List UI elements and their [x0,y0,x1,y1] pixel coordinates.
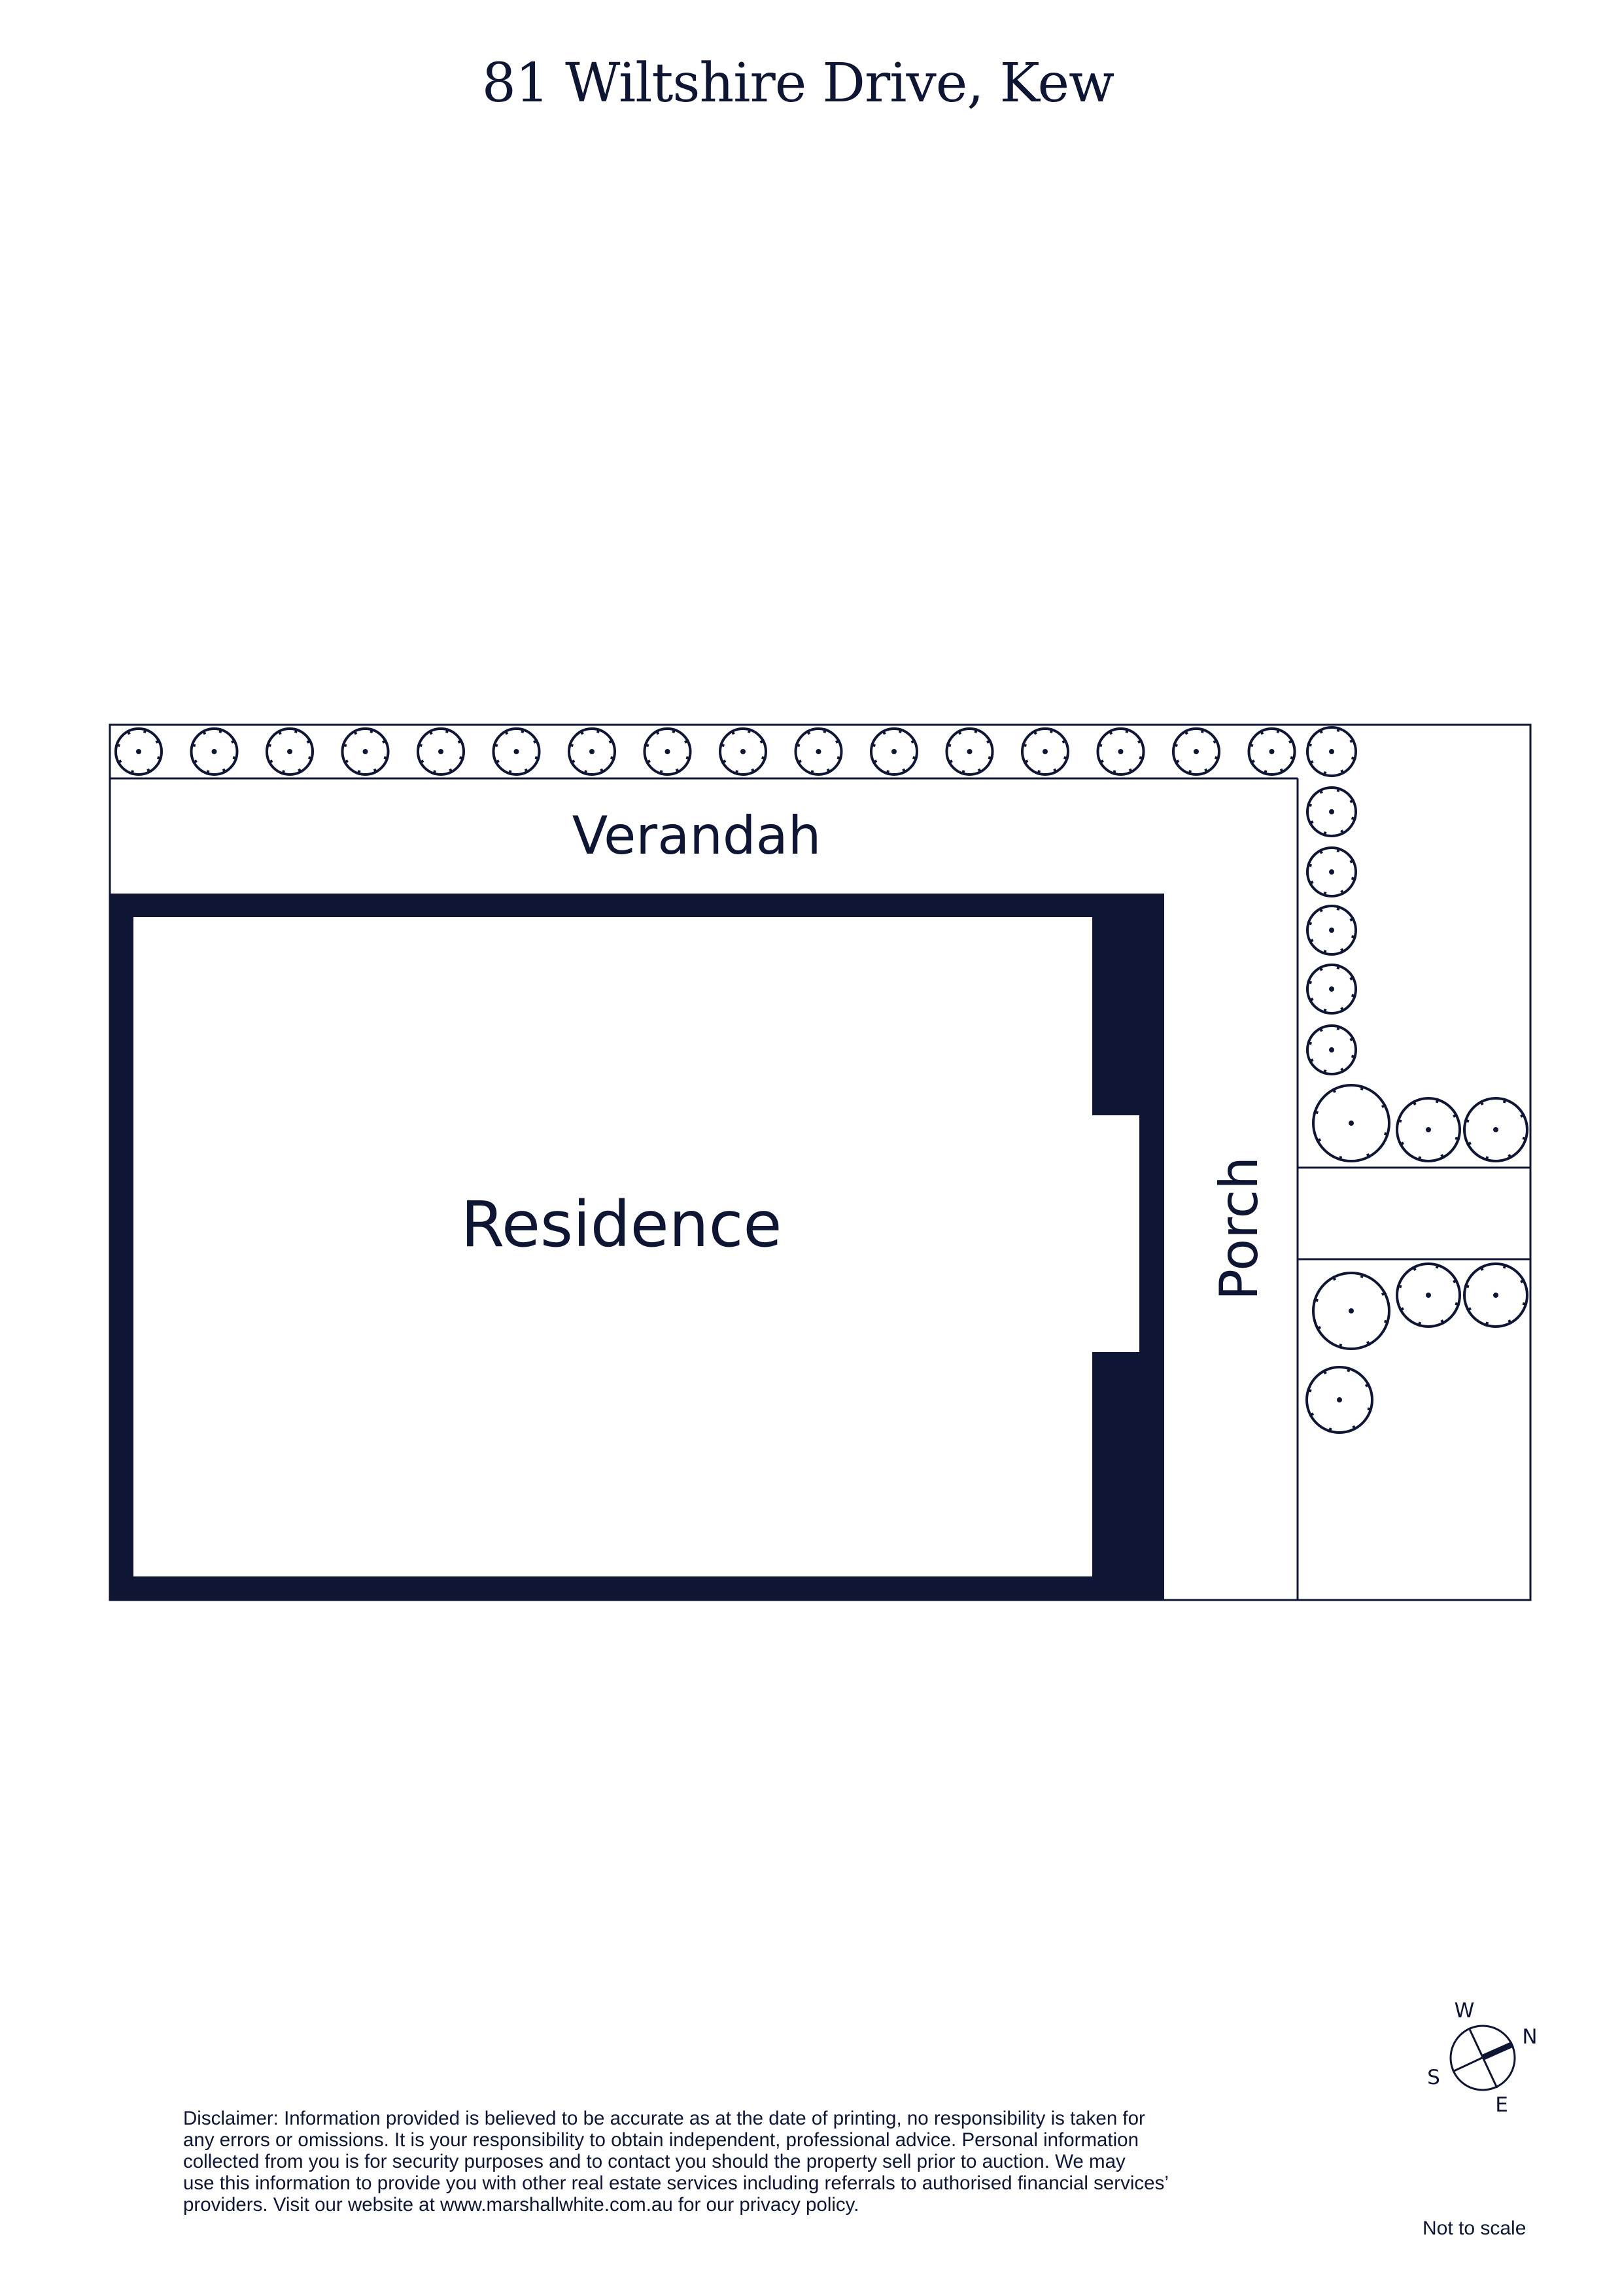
tree-icon [1396,1097,1461,1162]
tree-icon [114,727,163,776]
tree-icon [1021,727,1069,776]
tree-icon [1312,1084,1390,1162]
tree-icon [1396,1262,1461,1328]
tree-icon [1463,1097,1528,1162]
tree-icon [945,727,994,776]
compass-icon: W N S E [1427,1999,1537,2117]
compass-e-label: E [1495,2093,1508,2117]
tree-icon [492,727,541,776]
residence-label: Residence [461,1188,782,1261]
tree-icon [1306,846,1357,897]
compass-n-label: N [1522,2025,1537,2049]
tree-icon [870,727,918,776]
tree-group [114,726,1528,1434]
tree-icon [719,727,767,776]
tree-icon [417,727,465,776]
tree-icon [568,727,616,776]
scale-note: Not to scale [1423,2218,1527,2239]
tree-icon [1306,905,1357,956]
tree-icon [190,727,239,776]
tree-icon [1172,727,1220,776]
tree-icon [1306,1024,1357,1075]
tree-icon [1305,1366,1373,1434]
tree-icon [1306,726,1357,777]
tree-icon [341,727,390,776]
tree-icon [1306,786,1357,837]
tree-icon [1096,727,1145,776]
tree-icon [266,727,314,776]
tree-icon [1312,1272,1390,1350]
tree-icon [1247,727,1296,776]
disclaimer-text: Disclaimer: Information provided is beli… [183,2108,1169,2216]
tree-icon [1306,964,1357,1015]
tree-icon [1463,1262,1528,1328]
verandah-label: Verandah [572,805,821,866]
compass-w-label: W [1455,1999,1475,2023]
compass-s-label: S [1427,2066,1440,2089]
tree-icon [643,727,692,776]
porch-label: Porch [1209,1157,1269,1300]
page-title: 81 Wiltshire Drive, Kew [481,52,1115,114]
tree-icon [794,727,843,776]
